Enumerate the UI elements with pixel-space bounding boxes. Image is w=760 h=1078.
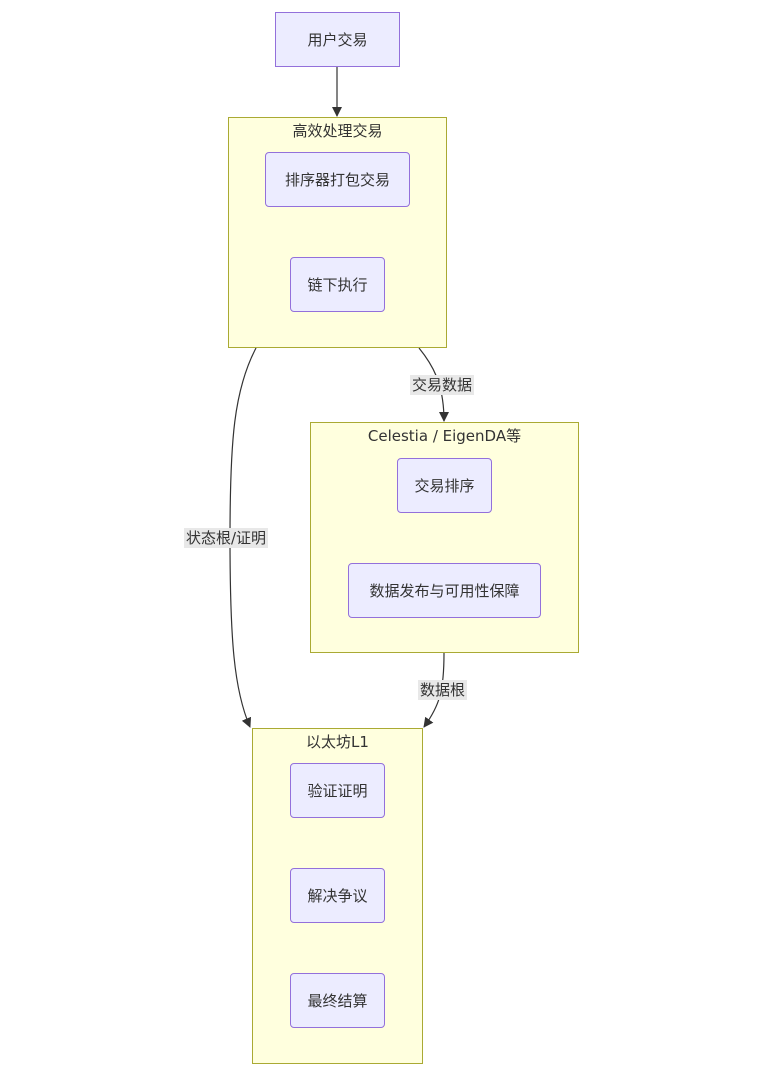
offchain-execution-node: 链下执行 bbox=[290, 257, 385, 312]
da-layer-cluster: Celestia / EigenDA等 bbox=[310, 422, 579, 653]
processing-cluster-title: 高效处理交易 bbox=[292, 122, 383, 140]
edge-label-transaction-data: 交易数据 bbox=[410, 375, 475, 395]
edge-label-state-root-proof: 状态根/证明 bbox=[184, 528, 269, 548]
sequencer-batch-node: 排序器打包交易 bbox=[265, 152, 410, 207]
final-settlement-node: 最终结算 bbox=[290, 973, 385, 1028]
da-layer-cluster-title: Celestia / EigenDA等 bbox=[367, 427, 522, 445]
resolve-dispute-node: 解决争议 bbox=[290, 868, 385, 923]
verify-proof-node: 验证证明 bbox=[290, 763, 385, 818]
data-publish-availability-node: 数据发布与可用性保障 bbox=[348, 563, 541, 618]
user-transaction-node: 用户交易 bbox=[275, 12, 400, 67]
edge-label-data-root: 数据根 bbox=[418, 680, 468, 700]
ethereum-l1-cluster-title: 以太坊L1 bbox=[306, 733, 369, 751]
transaction-ordering-node: 交易排序 bbox=[397, 458, 492, 513]
